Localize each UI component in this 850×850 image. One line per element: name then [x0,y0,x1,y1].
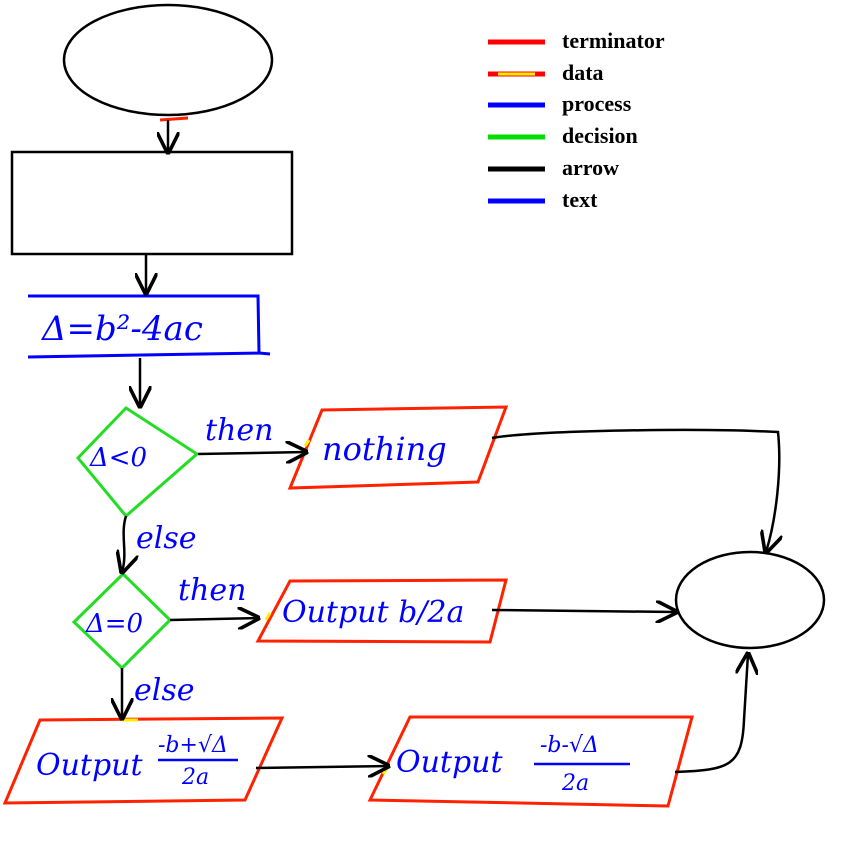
legend-label-data: data [562,60,604,85]
legend-item-data: data [488,60,604,85]
legend-label-decision: decision [562,123,638,148]
data-nothing-text: nothing [322,430,447,468]
data-output-single-root [255,578,508,644]
arrow-output-plus-to-minus [255,766,388,768]
legend: terminator data process decision arrow t… [488,28,665,212]
data-output-plus-root [2,716,285,805]
data-output-plus-prefix: Output [36,748,143,783]
diagram-text: Δ=b²-4ac Δ<0 Δ=0 then then else else not… [36,309,630,796]
data-output-single-text: Output b/2a [282,595,464,630]
arrow-nothing-to-end [491,428,779,552]
legend-label-text: text [562,187,598,212]
arrow-decision1-else [122,515,126,572]
data-output-plus-denominator: 2a [181,765,209,790]
legend-item-text: text [488,187,598,212]
legend-item-decision: decision [488,123,638,148]
process-discriminant-text: Δ=b²-4ac [40,309,203,349]
legend-label-process: process [562,91,632,116]
end-terminator [674,550,826,650]
data-output-single-accent [264,612,272,621]
arrow-decision1-then [197,452,306,454]
branch-else-label-2: else [134,673,195,708]
legend-item-arrow: arrow [488,155,619,180]
branch-else-label-1: else [136,521,197,556]
arrow-decision2-then [169,618,258,620]
branch-then-label-2: then [178,573,246,608]
arrows [122,120,779,772]
decision2-text: Δ=0 [85,609,143,639]
legend-label-arrow: arrow [562,155,619,180]
branch-then-label-1: then [205,413,273,448]
arrow-output-minus-to-end [674,654,748,774]
legend-item-terminator: terminator [488,28,665,53]
input-box [10,150,294,256]
data-output-minus-numerator: -b-√Δ [540,733,599,758]
arrow-output-single-to-end [491,610,676,612]
process-discriminant-box [27,294,271,359]
decision1-text: Δ<0 [89,443,147,473]
data-output-minus-prefix: Output [396,745,503,780]
data-output-plus-numerator: -b+√Δ [158,733,228,758]
legend-item-process: process [488,91,632,116]
legend-label-terminator: terminator [562,28,665,53]
data-output-minus-denominator: 2a [561,771,589,796]
start-terminator-red-mark [159,116,189,122]
start-terminator [62,3,274,117]
